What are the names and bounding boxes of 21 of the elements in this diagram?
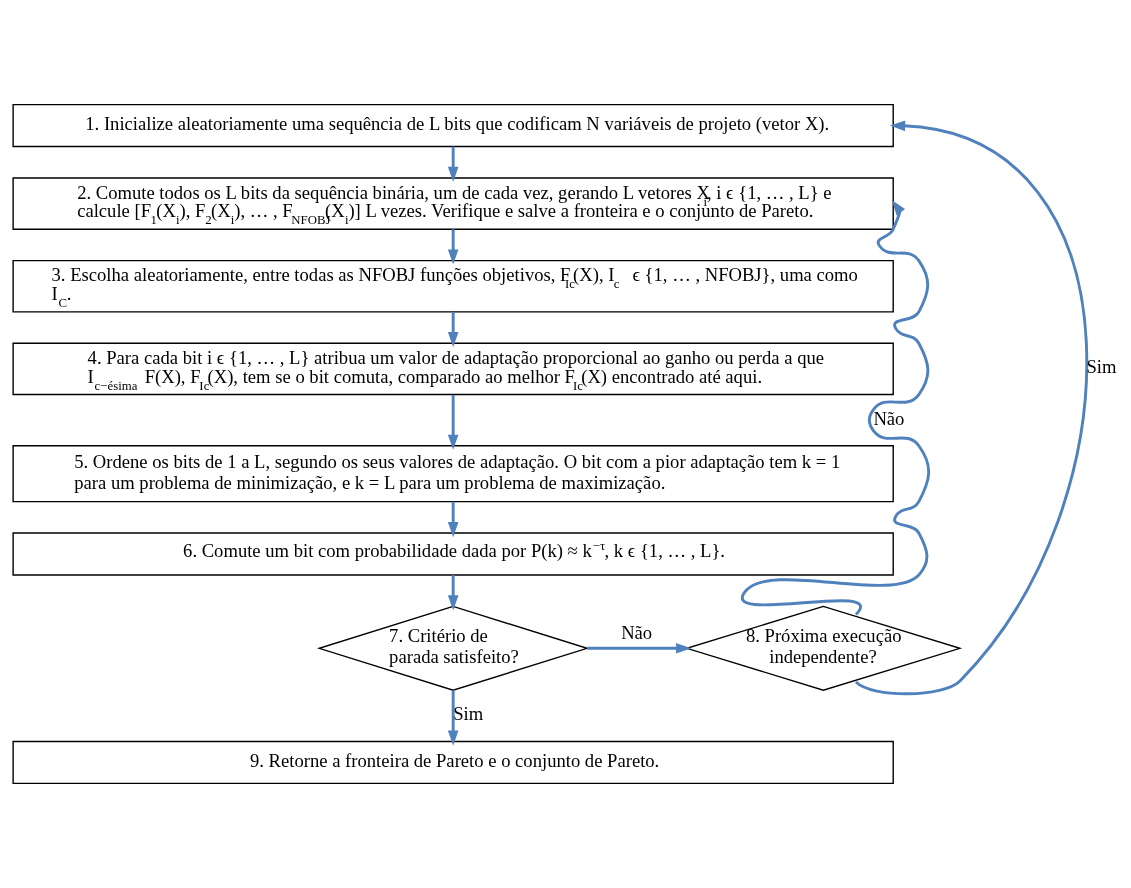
edge-label: Não xyxy=(621,621,653,643)
node-box: 3. Escolha aleatoriamente, entre todas as NFOBJ funções objetivos, F$_{Ic}$(X), I$_{c}$ ϵ {1, … , NFOBJ}, uma como I$_{C}$. xyxy=(12,259,894,313)
arrow xyxy=(447,229,459,265)
edge-label: Sim xyxy=(453,703,484,725)
arrow xyxy=(743,200,931,616)
arrow xyxy=(447,311,459,348)
node-box: 5. Ordene os bits de 1 a L, segundo os seus valores de adaptação. O bit com a pior adaptação tem k = 1 para um problema de minimização, e k = L para um problema de maximização. xyxy=(12,445,894,503)
arrow xyxy=(447,501,459,538)
node-box: 1. Inicialize aleatoriamente uma sequência de L bits que codificam N variáveis de projeto (vetor X). xyxy=(12,103,894,148)
arrow xyxy=(447,575,459,611)
node-box: 9. Retorne a fronteira de Pareto e o conjunto de Pareto. xyxy=(12,740,894,785)
arrow xyxy=(447,394,459,450)
node-box: 6. Comute um bit com probabilidade dada por P(k) ≈ k$^{−τ}$, k ϵ {1, … , L}. xyxy=(12,532,894,576)
node-box: 2. Comute todos os L bits da sequência binária, um de cada vez, gerando L vetores X$_{i}$, i ϵ {1, … , L} e calcule [F$_{1}$(X$_{i}$), F$_{2}$(X$_{i}$), … , F$_{NFOBJ}$(X$_{i}$)] L vezes. Verifique e salve a fronteira e o conjunto de Pareto. xyxy=(12,177,894,230)
arrow xyxy=(447,146,459,182)
node-box: 4. Para cada bit i ϵ {1, … , L} atribua um valor de adaptação proporcional ao ganho ou perda a que I$_{c−ésima}$ F(X), F$_{Ic}$(X), tem se o bit comuta, comparado ao melhor F$_{Ic}$(X) encontrado até aqui. xyxy=(12,342,894,396)
node-diamond: 7. Critério de parada satisfeito? xyxy=(316,605,590,691)
edge-label: Não xyxy=(873,407,905,429)
arrow xyxy=(447,690,459,746)
arrow xyxy=(587,643,692,654)
arrow xyxy=(855,120,1088,696)
